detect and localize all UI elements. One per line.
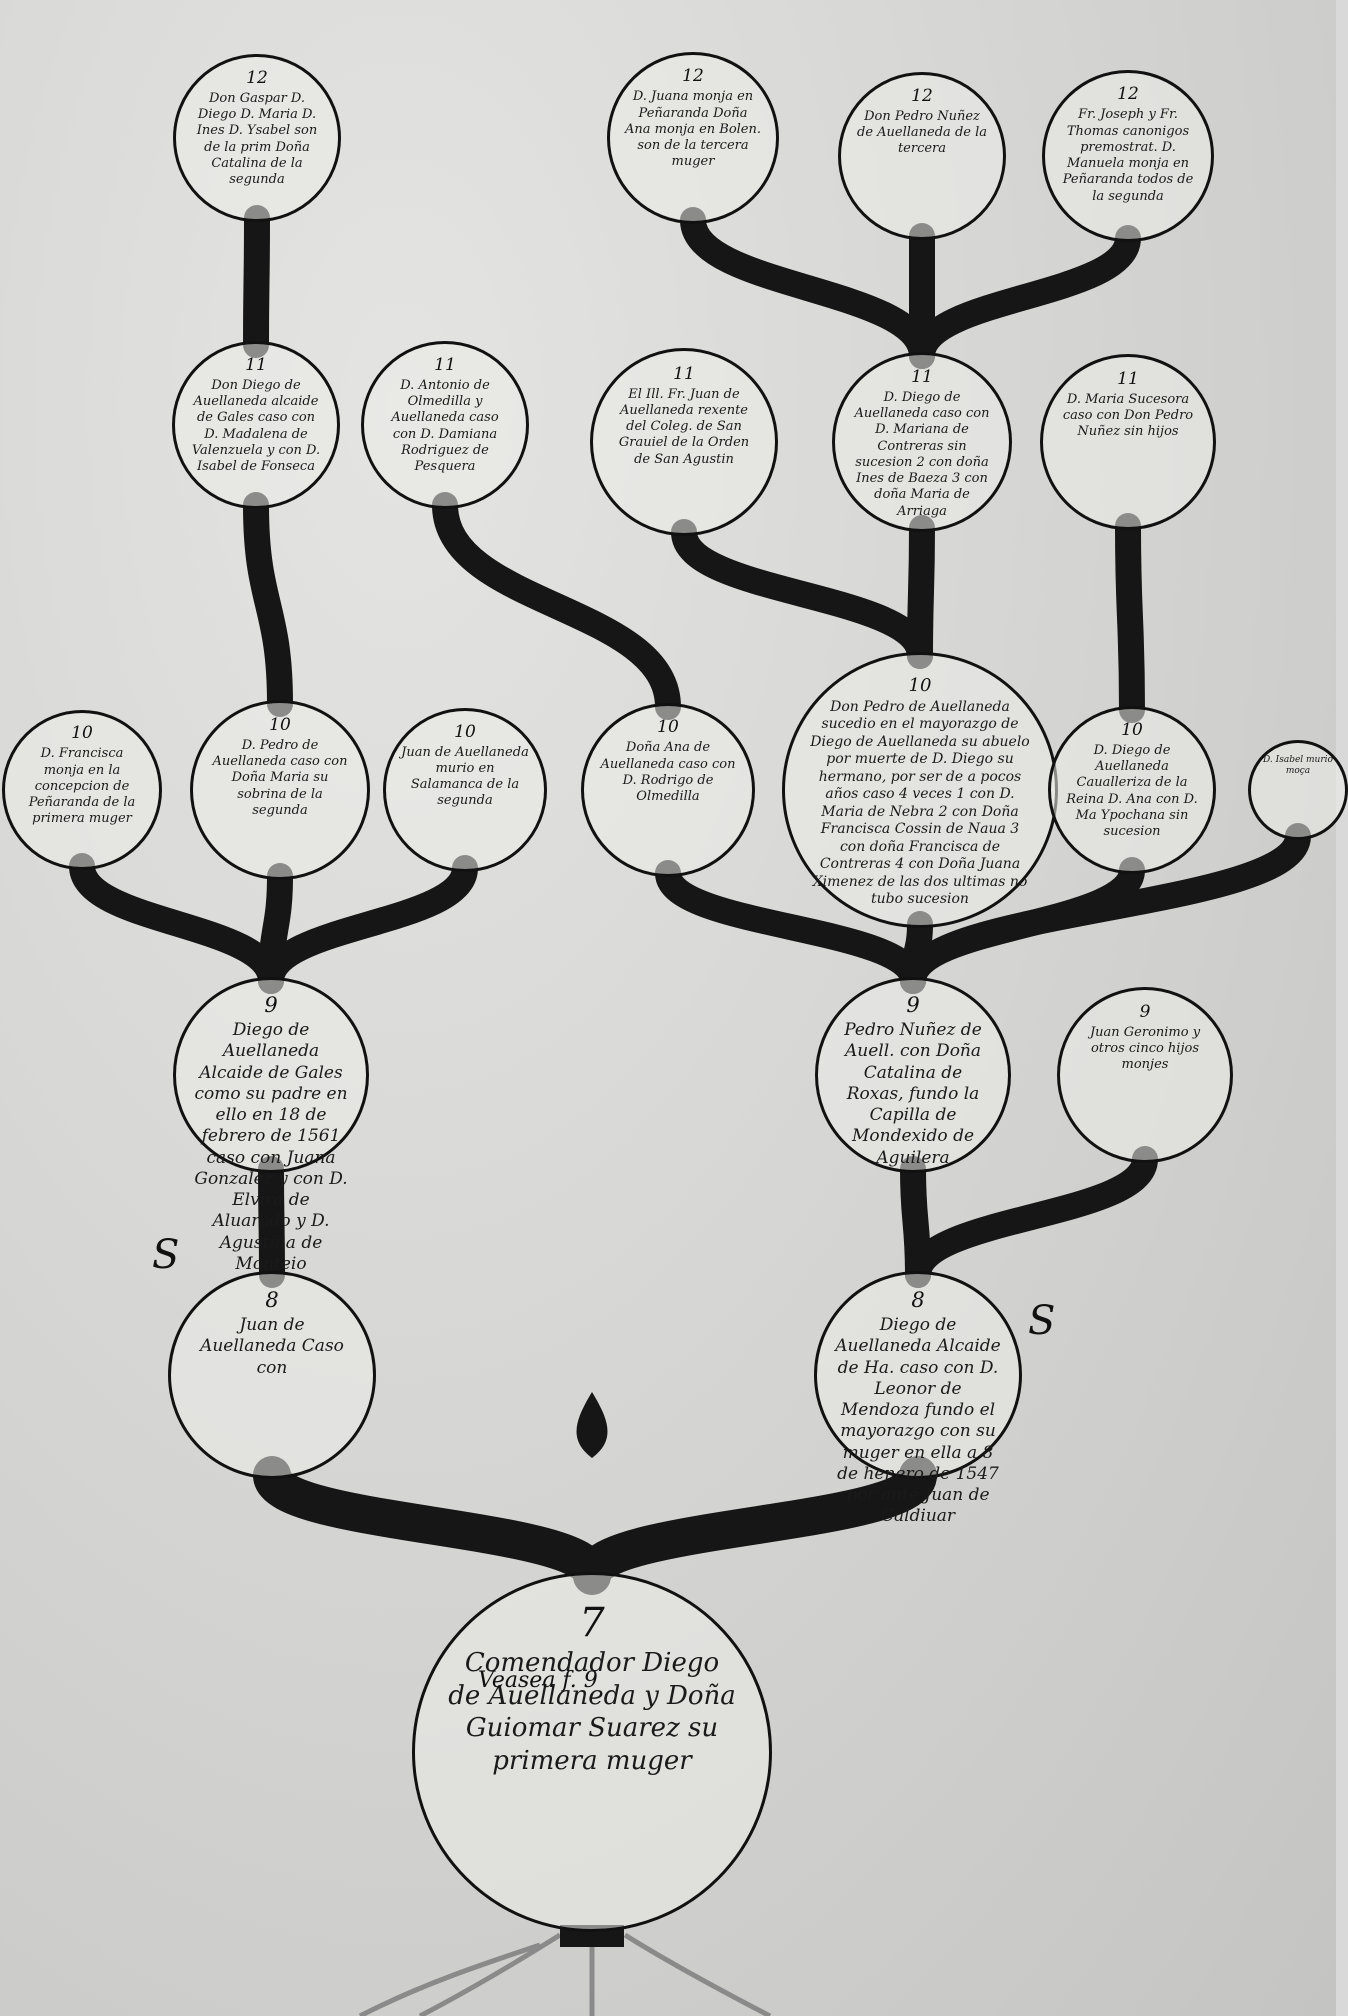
branch-g8_juan-g7_root: [253, 1456, 611, 1595]
generation-number: 8: [265, 1288, 279, 1313]
generation-number: 10: [454, 721, 476, 742]
person-text: El Ill. Fr. Juan de Auellaneda rexente d…: [618, 386, 750, 467]
branch-g8_diego-g7_root: [573, 1456, 937, 1595]
generation-number: 11: [1117, 368, 1139, 389]
person-text: Don Diego de Auellaneda alcaide de Gales…: [191, 377, 321, 475]
person-text: Doña Ana de Auellaneda caso con D. Rodri…: [600, 740, 736, 805]
person-text: D. Pedro de Auellaneda caso con Doña Mar…: [212, 737, 348, 818]
branch-g11_frey-g10_pedro_big: [671, 519, 933, 669]
generation-number: 10: [1121, 719, 1143, 740]
branch-g9_diego-g8_juan: [258, 1156, 285, 1288]
generation-number: 11: [673, 363, 695, 384]
person-text: Don Pedro Nuñez de Auellaneda de la terc…: [857, 108, 987, 157]
person-text: D. Isabel murio moça: [1263, 754, 1333, 776]
generation-number: 11: [245, 354, 267, 375]
person-node-g10_isabel: D. Isabel murio moça: [1248, 740, 1348, 840]
person-text: Juan de Auellaneda Caso con: [200, 1315, 344, 1378]
person-text: Comendador Diego de Auellaneda y Doña Gu…: [448, 1648, 736, 1776]
tree-roots: [358, 1932, 772, 2016]
generation-number: 7: [579, 1600, 605, 1647]
person-text: Diego de Auellaneda Alcaide de Ha. caso …: [835, 1315, 1001, 1527]
person-text: D. Diego de Auellaneda caso con D. Maria…: [854, 389, 990, 519]
person-text: Fr. Joseph y Fr. Thomas canonigos premos…: [1062, 107, 1194, 204]
person-text: D. Juana monja en Peñaranda Doña Ana mon…: [624, 89, 762, 170]
mark-s-right: S: [1028, 1298, 1056, 1344]
branch-g11_antonio-g10_ana: [432, 492, 681, 720]
generation-number: 11: [911, 366, 933, 387]
branch-g10_ana-g9_pedro: [655, 860, 926, 994]
branch-g10_juan-g9_diego: [258, 855, 478, 994]
person-text: D. Francisca monja en la concepcion de P…: [28, 746, 136, 827]
generation-number: 10: [71, 723, 93, 744]
generation-number: 12: [1117, 84, 1139, 105]
branch-g12_juana-g11_diego2: [680, 207, 935, 369]
person-text: D. Maria Sucesora caso con Don Pedro Nuñ…: [1062, 391, 1194, 440]
person-text: D. Antonio de Olmedilla y Auellaneda cas…: [391, 377, 499, 475]
branch-g12_gaspar-g11_diego: [243, 205, 270, 358]
generation-number: 10: [908, 674, 932, 696]
generation-number: 9: [906, 993, 920, 1018]
generation-number: 12: [682, 66, 704, 87]
fleur-ornament-icon: [576, 1392, 608, 1458]
generation-number: 12: [246, 67, 268, 88]
person-text: Diego de Auellaneda Alcaide de Gales com…: [194, 1020, 348, 1274]
branch-g11_maria-g10_diego: [1115, 513, 1145, 723]
branch-g11_diego-g10_pedro: [243, 492, 293, 717]
branch-g10_isabel-g9_pedro: [900, 823, 1311, 994]
person-text: Don Gaspar D. Diego D. Maria D. Ines D. …: [196, 90, 318, 188]
person-text: Don Pedro de Auellaneda sucedio en el ma…: [810, 698, 1030, 908]
generation-number: 10: [269, 714, 291, 735]
person-text: Juan de Auellaneda murio en Salamanca de…: [401, 744, 529, 809]
branch-g10_francisca-g9_diego: [69, 853, 284, 994]
generation-number: 10: [657, 717, 679, 738]
root-note: Veasea f. 9: [478, 1668, 598, 1693]
generation-number: 9: [264, 993, 278, 1018]
generation-number: 9: [1139, 1001, 1151, 1022]
person-text: Pedro Nuñez de Auell. con Doña Catalina …: [844, 1020, 982, 1168]
branch-g12_thomas-g11_diego2: [909, 225, 1141, 369]
generation-number: 8: [911, 1288, 925, 1313]
generation-number: 12: [911, 85, 933, 106]
mark-s-left: S: [152, 1232, 180, 1278]
branch-g9_geronimo-g8_diego: [905, 1146, 1158, 1288]
person-text: Juan Geronimo y otros cinco hijos monjes: [1089, 1024, 1201, 1073]
generation-number: 11: [434, 354, 456, 375]
person-text: D. Diego de Auellaneda Caualleriza de la…: [1066, 742, 1198, 840]
